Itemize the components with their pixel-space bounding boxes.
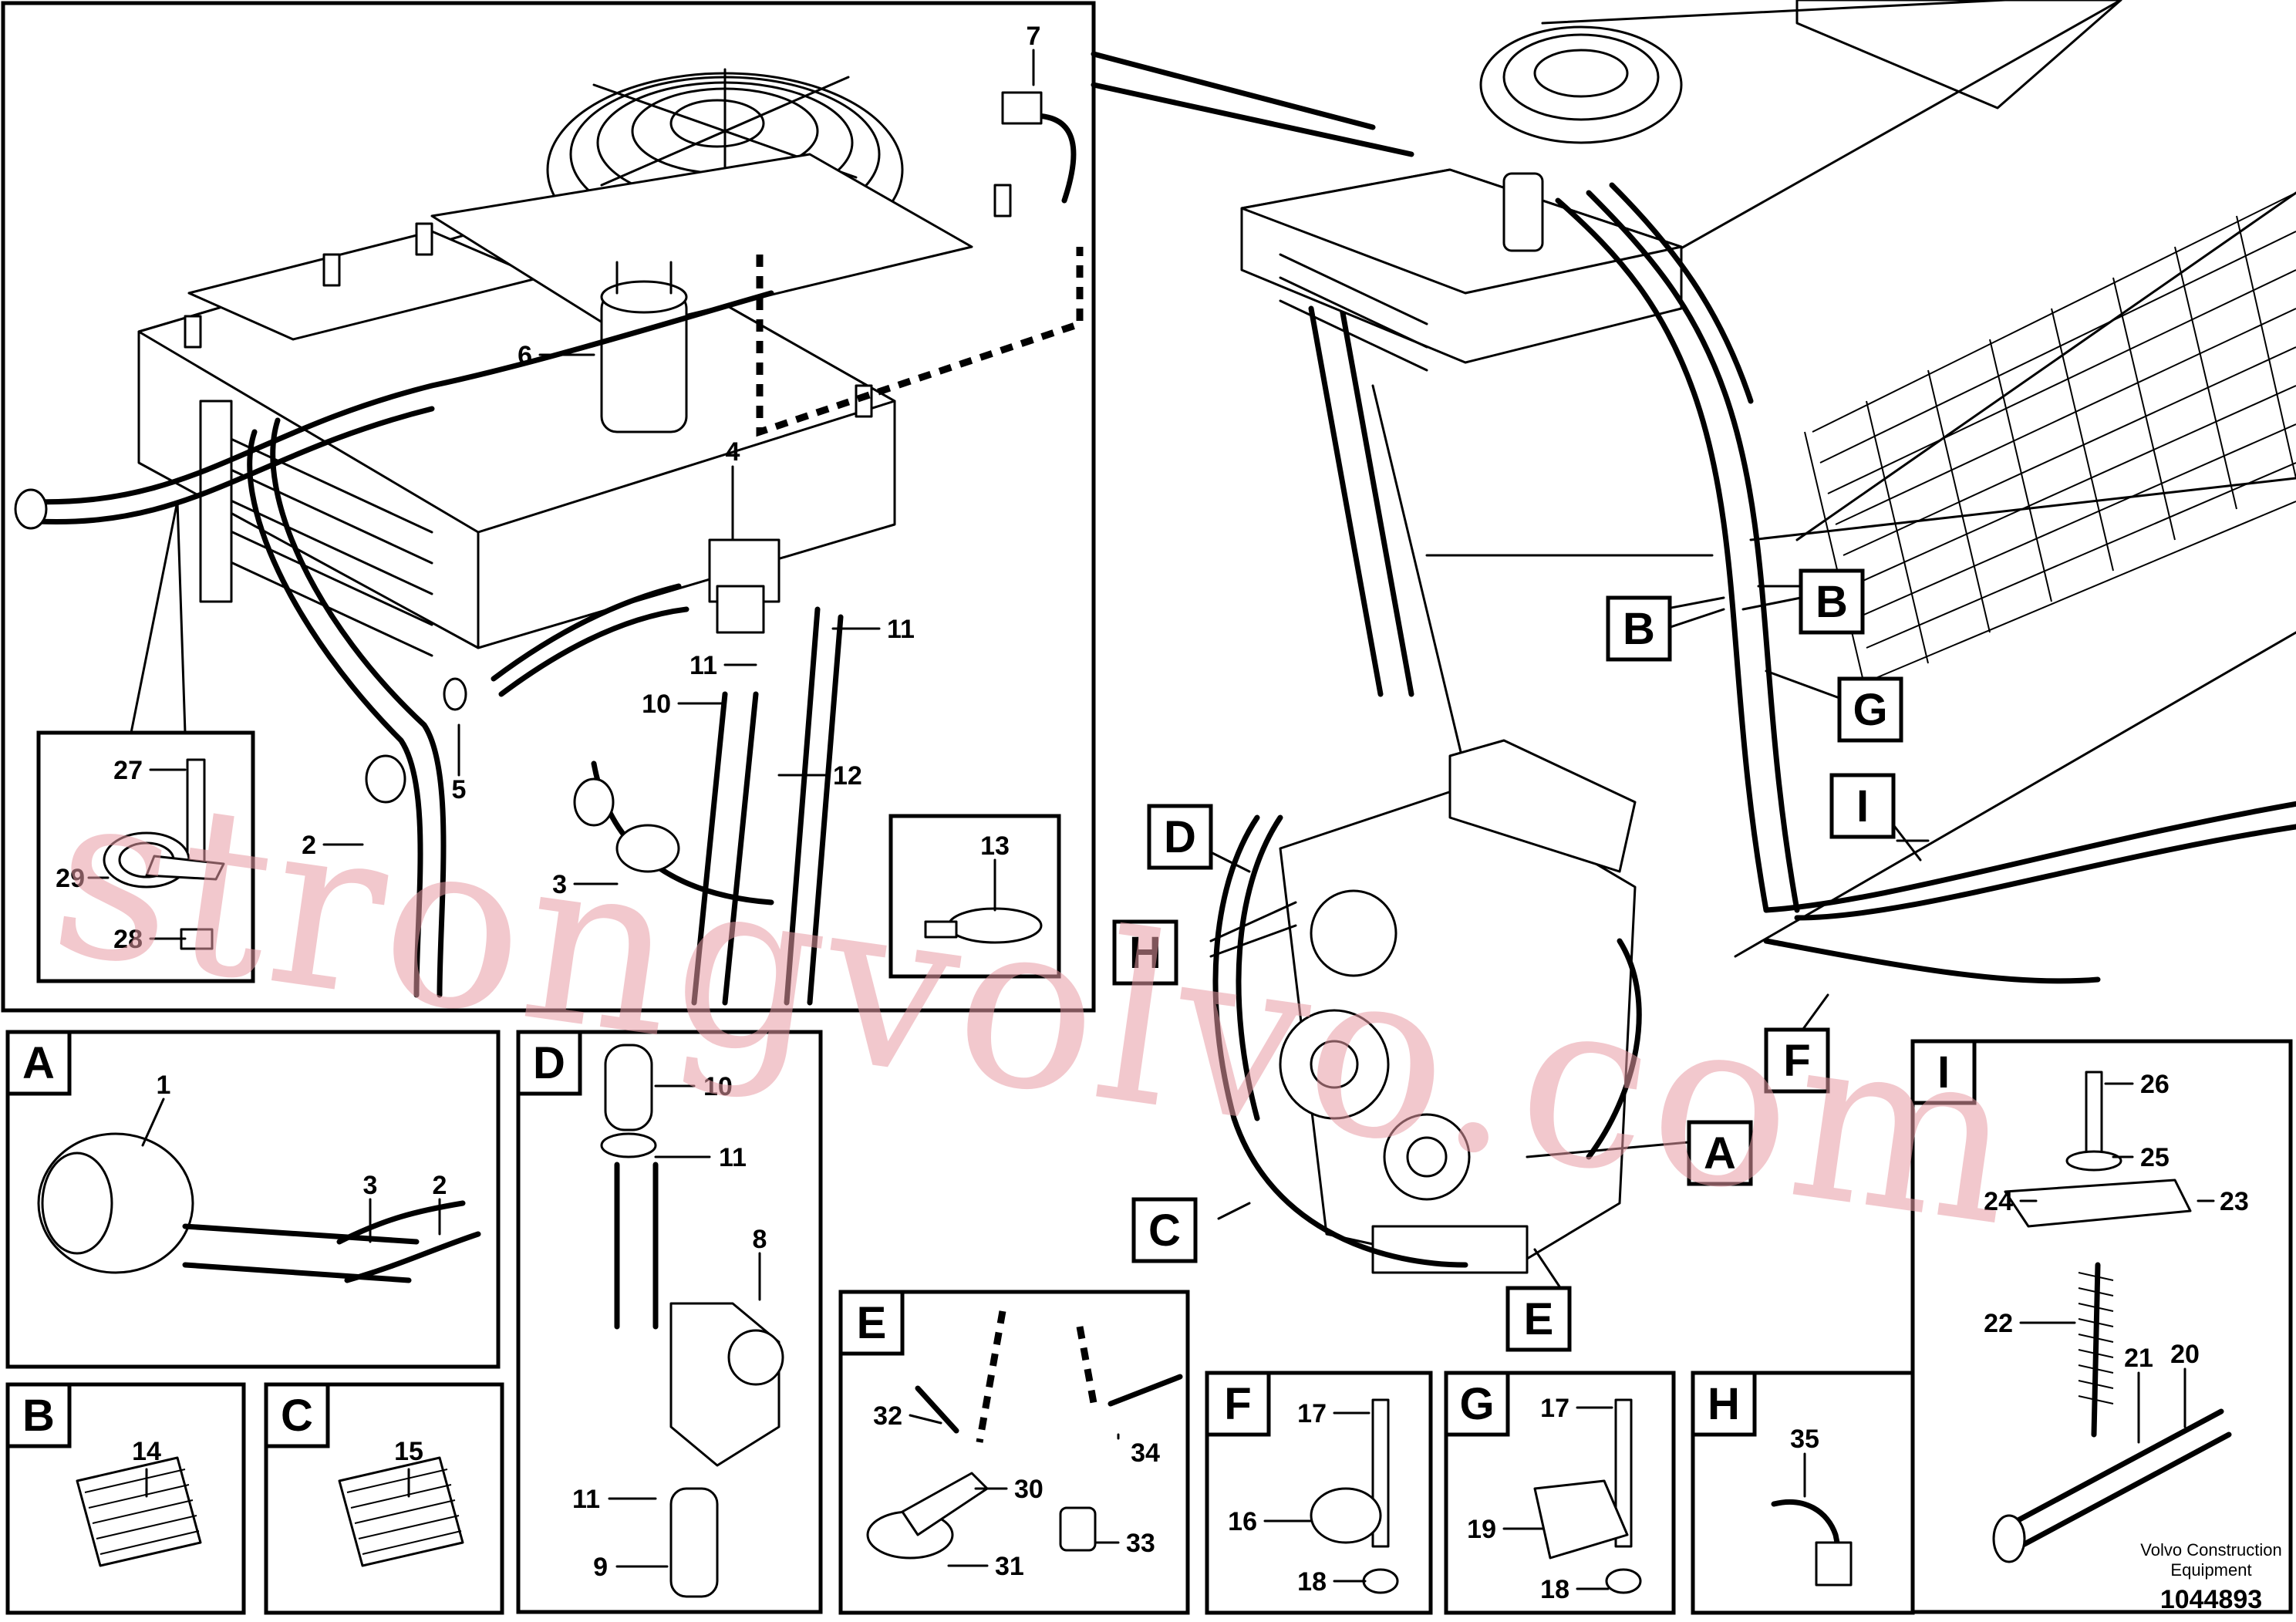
part-35: 35 (1790, 1425, 1819, 1454)
panel-label-b: B (22, 1391, 55, 1441)
machine-view (1194, 0, 2296, 1297)
part-30: 30 (1014, 1475, 1043, 1504)
panel-label-e: E (857, 1298, 887, 1348)
part-4: 4 (726, 437, 740, 467)
part-29: 29 (56, 864, 85, 893)
part-21: 21 (2124, 1344, 2153, 1373)
part-15: 15 (394, 1437, 423, 1466)
callout-g: G (1853, 685, 1887, 735)
part-16: 16 (1228, 1507, 1257, 1536)
panel-label-c: C (281, 1391, 313, 1441)
part-32: 32 (873, 1401, 902, 1431)
main-detail-panel (1, 1, 1414, 1013)
part-17-detail-f: 17 (1297, 1399, 1327, 1428)
callout-c: C (1148, 1206, 1181, 1256)
part-17-detail-g: 17 (1540, 1394, 1569, 1423)
part-12: 12 (833, 761, 862, 791)
part-18-detail-g: 18 (1540, 1575, 1569, 1604)
callout-i: I (1856, 781, 1869, 831)
part-2-main: 2 (302, 831, 316, 860)
detail-a-panel (5, 1030, 501, 1369)
part-7: 7 (1027, 22, 1041, 51)
part-10-detail-d: 10 (703, 1072, 733, 1101)
drawing-footer: Volvo Construction Equipment 1044893 (2140, 1540, 2281, 1614)
part-11-upper: 11 (887, 615, 915, 644)
detail-i-panel (1910, 1039, 2293, 1614)
part-11-detail-d-top: 11 (719, 1143, 747, 1172)
company-name-line2: Equipment (2170, 1560, 2251, 1580)
engine-drawing (1212, 739, 1642, 1274)
evaporator-box-drawing (137, 153, 1012, 657)
part-9: 9 (593, 1553, 608, 1582)
part-11-detail-d-bottom: 11 (572, 1485, 600, 1514)
part-number-callouts: 7 6 4 5 11 11 10 12 2 3 13 27 29 28 1 3 … (56, 22, 2249, 1604)
part-24: 24 (1984, 1187, 2013, 1216)
hose-clamp-inset (888, 814, 1061, 979)
callout-e: E (1524, 1294, 1554, 1344)
panel-label-d: D (533, 1038, 565, 1088)
callout-a: A (1704, 1128, 1736, 1179)
callout-h: H (1129, 928, 1161, 978)
letter-callouts: B B G I F D H A C E A B C D E F G H (5, 568, 1977, 1448)
part-26: 26 (2140, 1070, 2170, 1099)
part-31: 31 (995, 1552, 1024, 1581)
part-34: 34 (1131, 1438, 1160, 1468)
part-23: 23 (2220, 1187, 2249, 1216)
part-11-lower: 11 (689, 651, 717, 680)
expansion-valve-drawing (708, 538, 781, 634)
panel-label-h: H (1708, 1379, 1740, 1429)
clamp-inset (36, 500, 255, 983)
part-10-main: 10 (642, 690, 671, 719)
part-8: 8 (753, 1225, 767, 1254)
part-3-detail-a: 3 (363, 1171, 378, 1200)
part-20: 20 (2170, 1340, 2200, 1369)
part-2-detail-a: 2 (433, 1171, 447, 1200)
part-6: 6 (518, 341, 532, 370)
panel-label-i: I (1937, 1047, 1950, 1098)
drawing-number: 1044893 (2160, 1585, 2262, 1614)
part-13: 13 (980, 831, 1010, 861)
detail-d-panel (516, 1030, 823, 1614)
part-19: 19 (1467, 1515, 1496, 1544)
part-28: 28 (113, 925, 143, 954)
grille-drawing (1804, 192, 2296, 695)
receiver-drier-drawing (600, 261, 688, 433)
part-22: 22 (1984, 1309, 2013, 1338)
part-3-main: 3 (552, 870, 567, 899)
callout-f: F (1783, 1036, 1810, 1086)
part-18-detail-f: 18 (1297, 1567, 1327, 1597)
part-27: 27 (113, 756, 143, 785)
part-1: 1 (157, 1071, 171, 1100)
part-5: 5 (452, 775, 467, 804)
hose-routing-drawing (14, 91, 1077, 1006)
part-25: 25 (2140, 1143, 2170, 1172)
callout-b-right: B (1816, 577, 1848, 627)
callout-b-left: B (1623, 604, 1655, 654)
part-33: 33 (1126, 1529, 1155, 1558)
part-14: 14 (132, 1437, 161, 1466)
company-name-line1: Volvo Construction (2140, 1540, 2281, 1560)
panel-label-g: G (1459, 1379, 1494, 1429)
callout-d: D (1164, 812, 1196, 862)
panel-label-f: F (1224, 1379, 1251, 1429)
panel-label-a: A (22, 1038, 55, 1088)
